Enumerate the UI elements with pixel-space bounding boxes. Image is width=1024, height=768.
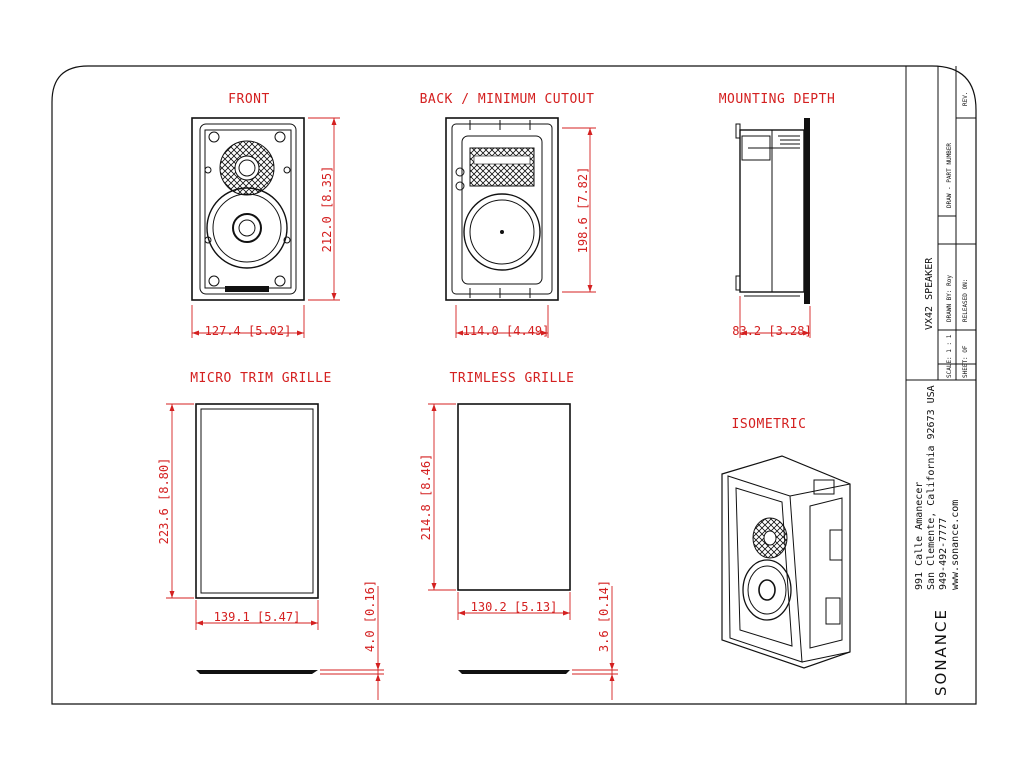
svg-text:198.6 [7.82]: 198.6 [7.82] [576,167,590,254]
title-block: REV. DRAW - PART NUMBER VX42 SPEAKER DRA… [905,66,976,704]
svg-text:130.2 [5.13]: 130.2 [5.13] [471,600,558,614]
drawing-title: VX42 SPEAKER [924,257,935,330]
drawn-by: DRAWN BY: Roy [946,275,953,322]
sheet-border [51,65,977,705]
front-width-dimension: 127.4 [5.02] [191,305,305,338]
svg-text:212.0 [8.35]: 212.0 [8.35] [320,166,334,253]
brand-logo: SONANCE [932,608,950,696]
sheet-label: SHEET: OF [962,345,969,378]
micro-thickness-dimension: 4.0 [0.16] [320,580,384,700]
view-title-back: BACK / MINIMUM CUTOUT [420,92,595,107]
svg-text:3.6 [0.14]: 3.6 [0.14] [597,580,611,652]
svg-text:223.6 [8.80]: 223.6 [8.80] [157,458,171,545]
address-line-1: 991 Calle Amanecer [914,482,925,590]
view-title-iso: ISOMETRIC [732,417,807,432]
phone-number: 949-492-7777 [938,518,949,590]
isometric-view [721,455,851,669]
mounting-depth-dimension: 83.2 [3.28] [732,296,812,338]
micro-width-dimension: 139.1 [5.47] [195,600,319,630]
trimless-width-dimension: 130.2 [5.13] [457,592,571,620]
svg-text:4.0 [0.16]: 4.0 [0.16] [363,580,377,652]
trimless-height-dimension: 214.8 [8.46] [419,403,456,591]
svg-text:83.2 [3.28]: 83.2 [3.28] [732,324,811,338]
back-height-dimension: 198.6 [7.82] [562,127,596,293]
trimless-thickness-dimension: 3.6 [0.14] [572,580,618,700]
view-title-front: FRONT [228,92,270,107]
scale-label: SCALE: 1 : 1 [946,334,953,378]
view-title-trimless: TRIMLESS GRILLE [450,371,575,386]
front-height-dimension: 212.0 [8.35] [308,117,340,301]
svg-text:127.4 [5.02]: 127.4 [5.02] [205,324,292,338]
micro-trim-grille-view [195,403,319,674]
svg-text:114.0 [4.49]: 114.0 [4.49] [463,324,550,338]
part-number-label: DRAW - PART NUMBER [946,143,953,208]
view-title-micro: MICRO TRIM GRILLE [190,371,332,386]
front-view [191,117,305,301]
svg-text:139.1 [5.47]: 139.1 [5.47] [214,610,301,624]
micro-height-dimension: 223.6 [8.80] [157,403,194,599]
trimless-grille-view [457,403,571,674]
address-line-2: San Clemente, California 92673 USA [926,385,937,590]
rev-label: REV. [962,92,969,106]
mounting-depth-view [735,118,810,304]
svg-text:214.8 [8.46]: 214.8 [8.46] [419,454,433,541]
website: www.sonance.com [950,500,961,590]
released-on: RELEASED ON: [962,279,969,322]
back-width-dimension: 114.0 [4.49] [455,305,550,338]
view-title-depth: MOUNTING DEPTH [719,92,836,107]
back-view [445,117,559,301]
